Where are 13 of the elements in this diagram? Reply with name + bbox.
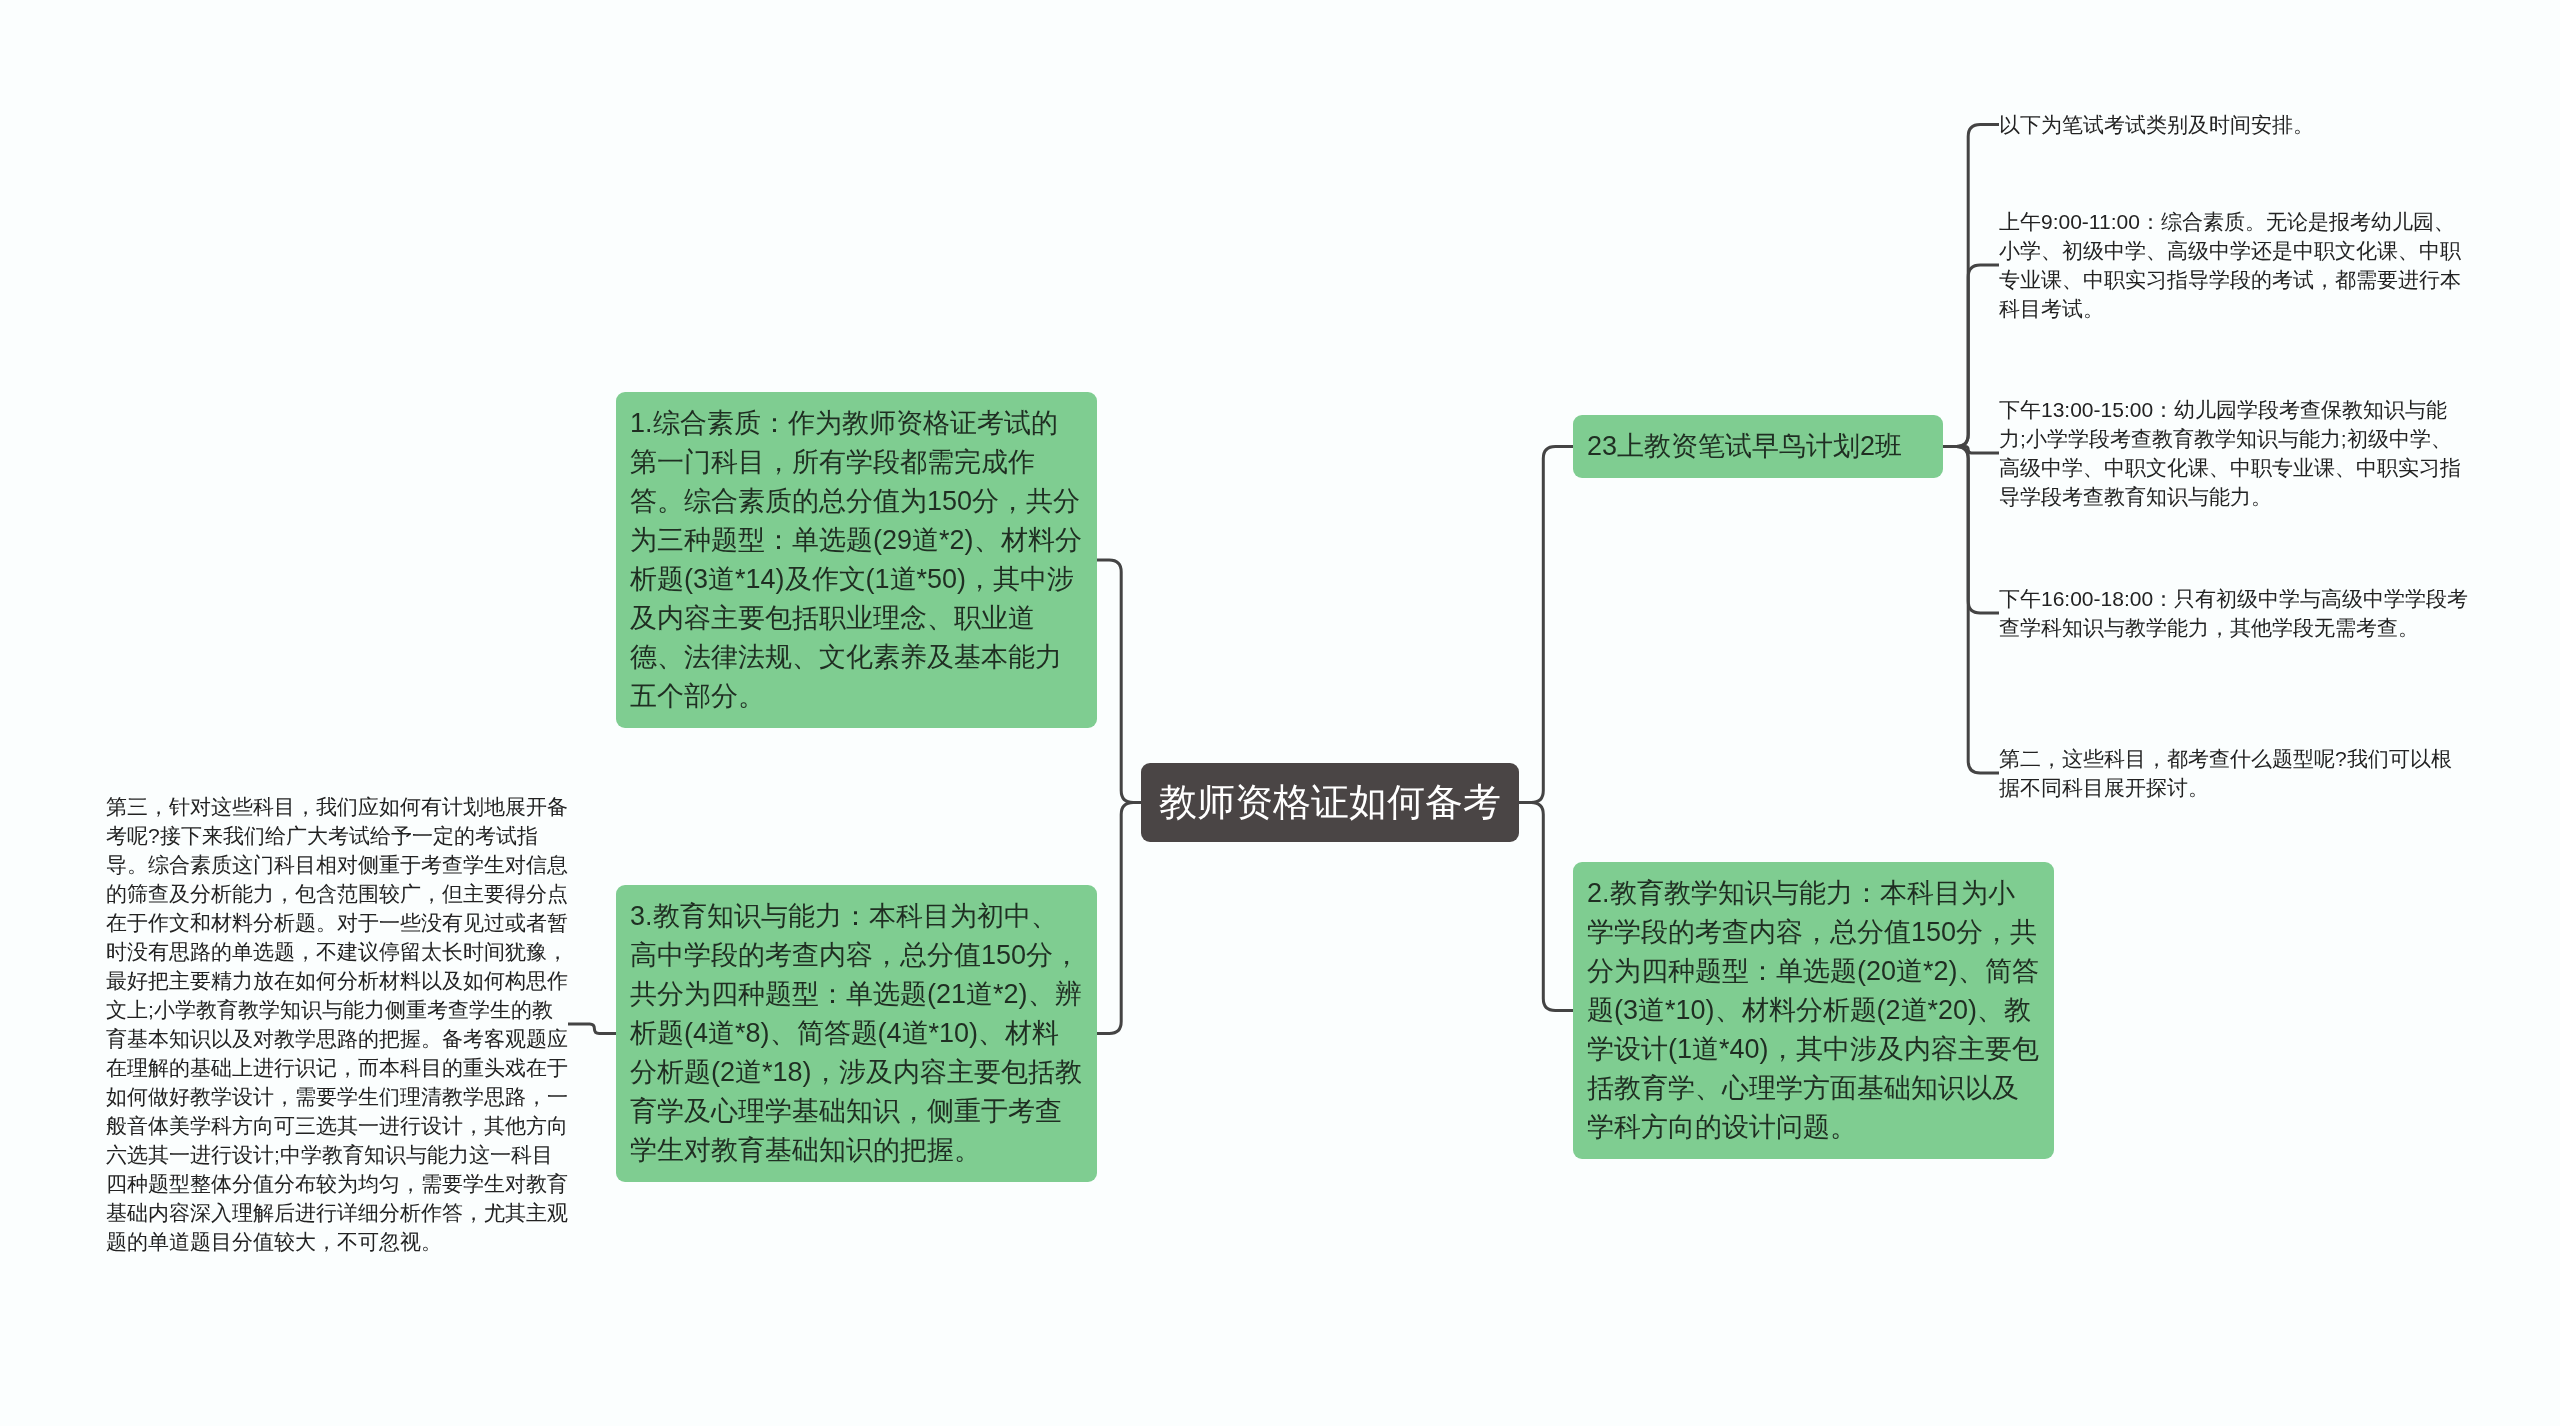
note-text: 第二，这些科目，都考查什么题型呢?我们可以根据不同科目展开探讨。 bbox=[1999, 744, 2469, 802]
note-text: 下午16:00-18:00：只有初级中学与高级中学学段考查学科知识与教学能力，其他学段无需考查。 bbox=[1999, 584, 2469, 642]
root-topic-box: 教师资格证如何备考 bbox=[1141, 763, 1519, 842]
note-text: 以下为笔试考试类别及时间安排。 bbox=[1999, 110, 2469, 139]
connector-line bbox=[568, 1022, 616, 1035]
topic-box: 3.教育知识与能力：本科目为初中、高中学段的考查内容，总分值150分，共分为四种题型：单选题(21道*2)、辨析题(4道*8)、简答题(4道*10)、材料分析题(2道*18)，涉及内容主要包括教育学及心理学基础知识，侧重于考查学生对教育基础知识的把握。 bbox=[616, 885, 1097, 1182]
connector-line bbox=[1097, 801, 1141, 1035]
topic-box: 23上教资笔试早鸟计划2班 bbox=[1573, 415, 1943, 478]
note-text: 第三，针对这些科目，我们应如何有计划地展开备考呢?接下来我们给广大考试给予一定的考试指导。综合素质这门科目相对侧重于考查学生对信息的筛查及分析能力，包含范围较广，但主要得分点在于作文和材料分析题。对于一些没有见过或者暂时没有思路的单选题，不建议停留太长时间犹豫，最好把主要精力放在如何分析材料以及如何构思作文上;小学教育教学知识与能力侧重考查学生的教育基本知识以及对教学思路的把握。备考客观题应在理解的基础上进行识记，而本科目的重头戏在于如何做好教学设计，需要学生们理清教学思路，一般音体美学科方向可三选其一进行设计，其他方向六选其一进行设计;中学教育知识与能力这一科目四种题型整体分值分布较为均匀，需要学生对教育基础内容深入理解后进行详细分析作答，尤其主观题的单道题目分值较大，不可忽视。 bbox=[106, 792, 568, 1256]
topic-box: 1.综合素质：作为教师资格证考试的第一门科目，所有学段都需完成作答。综合素质的总分值为150分，共分为三种题型：单选题(29道*2)、材料分析题(3道*14)及作文(1道*50)，其中涉及内容主要包括职业理念、职业道德、法律法规、文化素养及基本能力五个部分。 bbox=[616, 392, 1097, 728]
topic-box: 2.教育教学知识与能力：本科目为小学学段的考查内容，总分值150分，共分为四种题型：单选题(20道*2)、简答题(3道*10)、材料分析题(2道*20)、教学设计(1道*40)，其中涉及内容主要包括教育学、心理学方面基础知识以及学科方向的设计问题。 bbox=[1573, 862, 2054, 1159]
note-text: 下午13:00-15:00：幼儿园学段考查保教知识与能力;小学学段考查教育教学知识与能力;初级中学、高级中学、中职文化课、中职专业课、中职实习指导学段考查教育知识与能力。 bbox=[1999, 395, 2469, 511]
note-text: 上午9:00-11:00：综合素质。无论是报考幼儿园、小学、初级中学、高级中学还是中职文化课、中职专业课、中职实习指导学段的考试，都需要进行本科目考试。 bbox=[1999, 207, 2469, 323]
